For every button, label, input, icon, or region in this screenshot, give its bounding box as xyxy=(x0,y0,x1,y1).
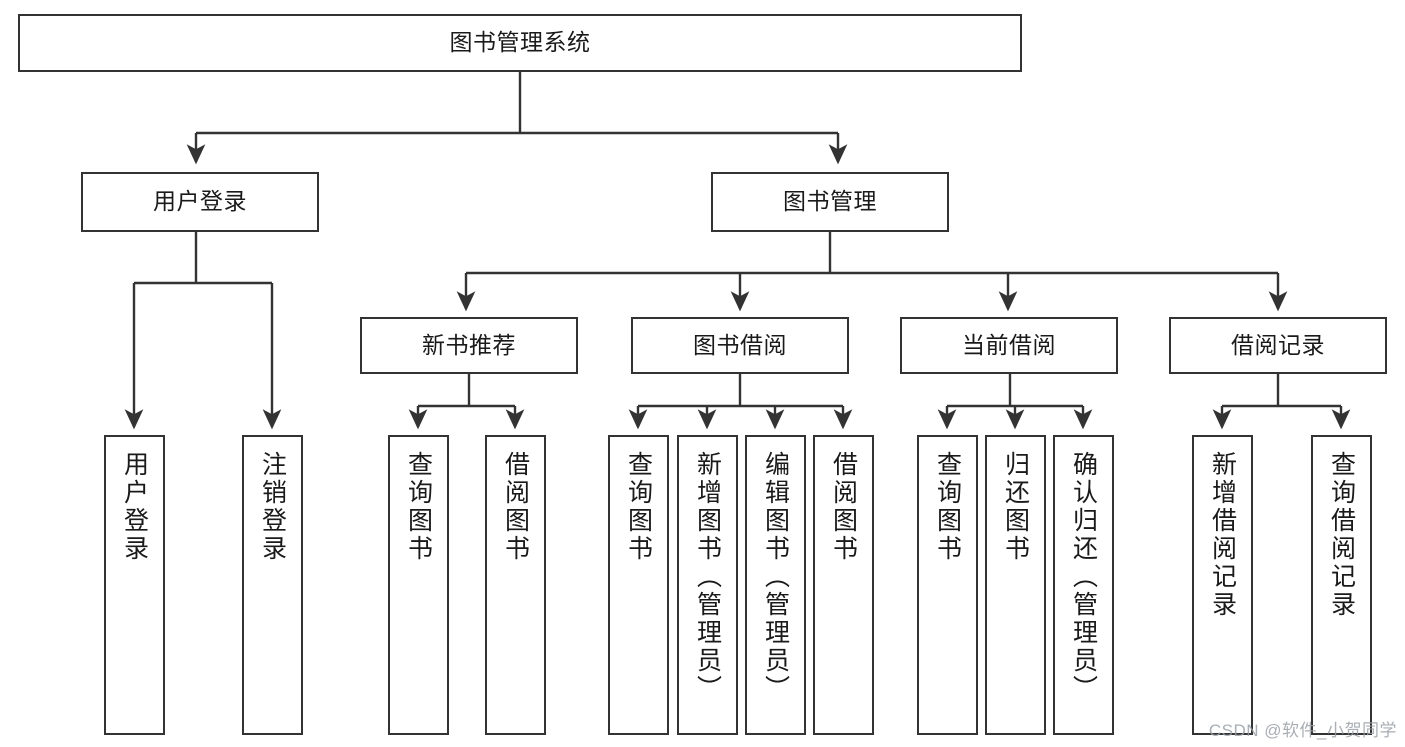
node-root[interactable]: 图书管理系统 xyxy=(18,14,1022,72)
node-leaf-user-login[interactable]: 用户登录 xyxy=(104,435,165,735)
node-leaf-query-book-1-label: 查询图书 xyxy=(404,451,433,563)
node-leaf-add-record-label: 新增借阅记录 xyxy=(1208,451,1237,619)
csdn-watermark: CSDN @软件_小贺同学 xyxy=(1208,721,1397,740)
node-leaf-return-book[interactable]: 归还图书 xyxy=(985,435,1046,735)
node-leaf-query-record[interactable]: 查询借阅记录 xyxy=(1311,435,1372,735)
node-leaf-return-book-label: 归还图书 xyxy=(1001,451,1030,563)
node-leaf-borrow-book-1-label: 借阅图书 xyxy=(501,451,530,563)
node-user-login[interactable]: 用户登录 xyxy=(81,172,319,232)
node-leaf-confirm-return-label: 确认归还（管理员） xyxy=(1069,451,1098,703)
node-leaf-borrow-book-1[interactable]: 借阅图书 xyxy=(485,435,546,735)
node-leaf-confirm-return[interactable]: 确认归还（管理员） xyxy=(1053,435,1114,735)
node-leaf-query-book-2[interactable]: 查询图书 xyxy=(608,435,669,735)
node-book-borrow[interactable]: 图书借阅 xyxy=(631,317,849,374)
node-new-book-recommend-label: 新书推荐 xyxy=(422,331,516,358)
node-leaf-add-book-label: 新增图书（管理员） xyxy=(693,451,722,703)
node-leaf-query-book-1[interactable]: 查询图书 xyxy=(388,435,449,735)
node-book-management-label: 图书管理 xyxy=(783,188,877,215)
node-current-borrow-label: 当前借阅 xyxy=(962,331,1056,358)
node-leaf-add-record[interactable]: 新增借阅记录 xyxy=(1192,435,1253,735)
node-leaf-borrow-book-2-label: 借阅图书 xyxy=(829,451,858,563)
node-leaf-edit-book-label: 编辑图书（管理员） xyxy=(761,451,790,703)
node-leaf-query-book-3-label: 查询图书 xyxy=(933,451,962,563)
node-leaf-query-book-3[interactable]: 查询图书 xyxy=(917,435,978,735)
node-leaf-logout-login-label: 注销登录 xyxy=(258,451,287,563)
node-current-borrow[interactable]: 当前借阅 xyxy=(900,317,1118,374)
node-root-label: 图书管理系统 xyxy=(449,29,591,56)
node-leaf-edit-book[interactable]: 编辑图书（管理员） xyxy=(745,435,806,735)
node-leaf-query-book-2-label: 查询图书 xyxy=(624,451,653,563)
node-book-management[interactable]: 图书管理 xyxy=(711,172,949,232)
node-leaf-query-record-label: 查询借阅记录 xyxy=(1327,451,1356,619)
node-leaf-borrow-book-2[interactable]: 借阅图书 xyxy=(813,435,874,735)
node-user-login-label: 用户登录 xyxy=(153,188,247,215)
node-leaf-user-login-label: 用户登录 xyxy=(120,451,149,563)
node-book-borrow-label: 图书借阅 xyxy=(693,331,787,358)
node-leaf-add-book[interactable]: 新增图书（管理员） xyxy=(677,435,738,735)
node-borrow-record[interactable]: 借阅记录 xyxy=(1169,317,1387,374)
node-leaf-logout-login[interactable]: 注销登录 xyxy=(242,435,303,735)
node-borrow-record-label: 借阅记录 xyxy=(1231,331,1325,358)
node-new-book-recommend[interactable]: 新书推荐 xyxy=(360,317,578,374)
